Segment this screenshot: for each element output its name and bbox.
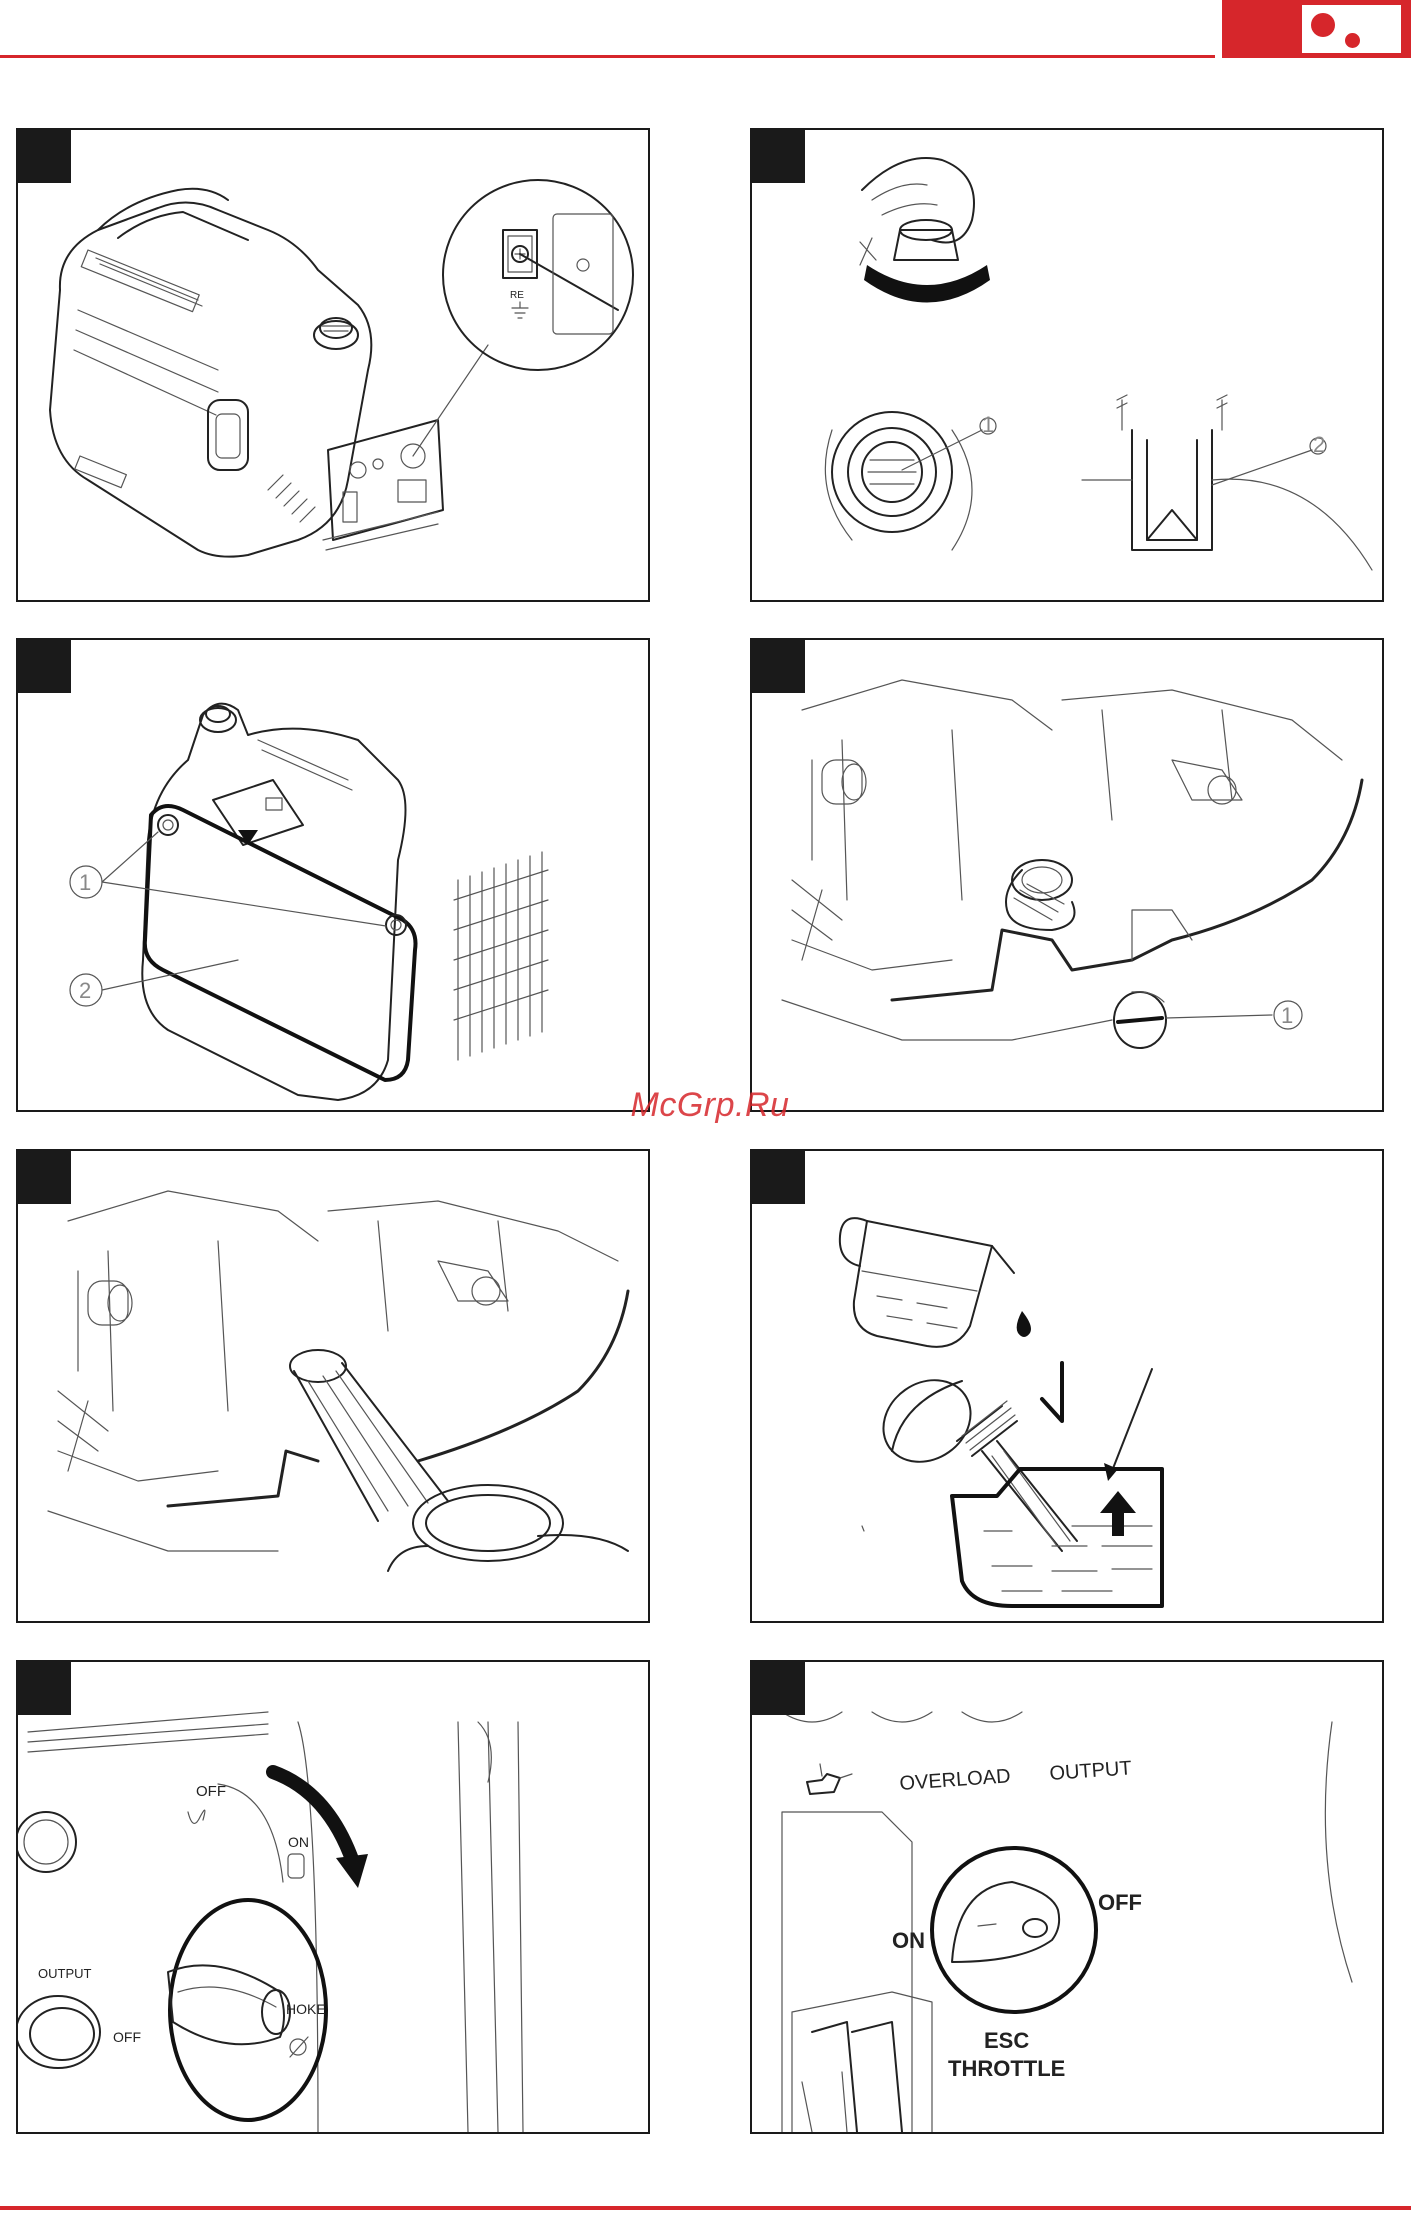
callout-1: 1 <box>1281 1003 1293 1028</box>
figure-number-tab <box>18 130 71 183</box>
figure-number-tab <box>18 1151 71 1204</box>
callout-1: 1 <box>982 412 994 437</box>
figure-panel-5 <box>16 1149 650 1623</box>
figure-number-tab <box>752 1662 805 1715</box>
header-rule <box>0 55 1215 58</box>
logo-dot-large <box>1311 13 1335 37</box>
figure-number-tab <box>752 1151 805 1204</box>
figure-panel-6 <box>750 1149 1384 1623</box>
figure-panel-3: 1 2 <box>16 638 650 1112</box>
maintenance-cover-illustration: 1 2 <box>18 640 648 1110</box>
terminal-label: RE <box>510 290 524 301</box>
off-label: OFF <box>196 1783 226 1800</box>
overload-label: OVERLOAD <box>899 1765 1011 1795</box>
logo-dot-small <box>1345 33 1360 48</box>
generator-grounding-illustration: RE <box>18 130 648 600</box>
callout-1: 1 <box>79 870 91 895</box>
choke-label: HOKE <box>286 2001 326 2017</box>
output-label: OUTPUT <box>1049 1757 1133 1785</box>
figure-number-tab <box>18 640 71 693</box>
on-label: ON <box>288 1834 309 1850</box>
switch-off-label: OFF <box>113 2029 141 2045</box>
figure-number-tab <box>18 1662 71 1715</box>
output-label: OUTPUT <box>38 1966 92 1981</box>
figure-number-tab <box>752 640 805 693</box>
figure-panel-4: 1 <box>750 638 1384 1112</box>
footer-rule <box>0 2206 1411 2210</box>
figure-panel-7: OUTPUT OFF OFF ON HOKE <box>16 1660 650 2134</box>
oil-filler-cap-illustration: 1 <box>752 640 1382 1110</box>
figure-panel-8: OVERLOAD OUTPUT ON OFF ESC THROTTLE <box>750 1660 1384 2134</box>
off-label: OFF <box>1098 1890 1142 1915</box>
esc-throttle-switch-illustration: OVERLOAD OUTPUT ON OFF ESC THROTTLE <box>752 1662 1382 2132</box>
choke-knob-illustration: OUTPUT OFF OFF ON HOKE <box>18 1662 648 2132</box>
callout-2: 2 <box>1313 432 1325 457</box>
oil-level-diagram <box>752 1151 1382 1621</box>
figure-panel-1: RE <box>16 128 650 602</box>
callout-2: 2 <box>79 978 91 1003</box>
on-label: ON <box>892 1928 925 1953</box>
fuel-cap-strainer-illustration: 1 2 <box>752 130 1382 600</box>
figure-number-tab <box>752 130 805 183</box>
esc-label: ESC <box>984 2028 1029 2053</box>
oil-funnel-illustration <box>18 1151 648 1621</box>
throttle-label: THROTTLE <box>948 2056 1065 2081</box>
watermark: McGrp.Ru <box>610 1086 810 1125</box>
figure-panel-2: 1 2 <box>750 128 1384 602</box>
